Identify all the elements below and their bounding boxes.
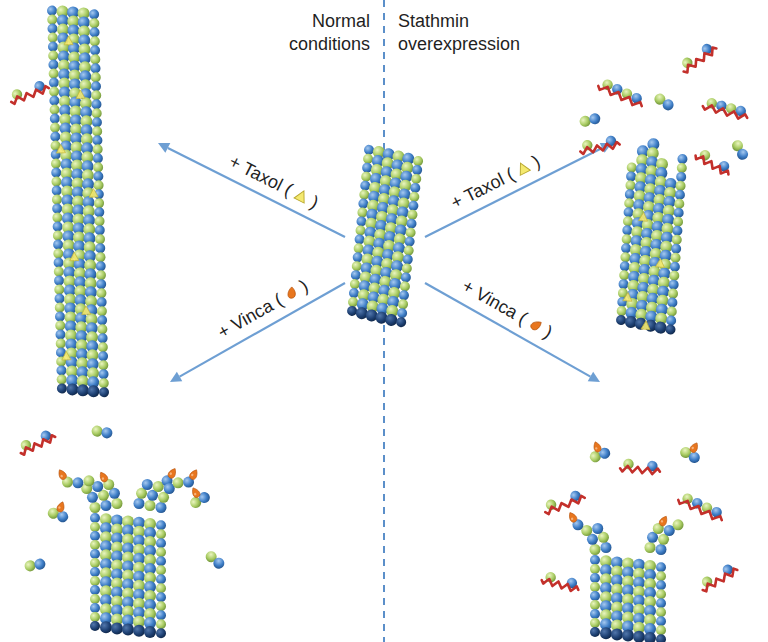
tubulin-dimer [184,483,212,510]
microtubule [47,4,109,398]
condition-heading: Stathmin overexpression [398,10,548,56]
treatment-text: ) [540,322,556,343]
condition-heading: Normal conditions [262,10,370,56]
treatment-text: ) [296,276,312,297]
microtubule [590,555,666,642]
tubulin-dimer [585,438,611,464]
microtubule [615,137,688,335]
tubulin-dimer [203,549,226,571]
tubulin-dimer [652,91,676,112]
stathmin-complex [677,491,726,523]
stathmin-complex [597,77,646,109]
treatment-label: + Taxol () [448,151,544,213]
arrow [425,143,612,237]
vinca-symbol [525,316,545,336]
arrow [425,283,600,382]
treatment-label: + Taxol () [226,151,322,213]
stathmin-complex [702,96,750,121]
frayed-ends [567,511,684,555]
stathmin-complex [698,561,739,592]
stathmin-complex [16,428,56,456]
stathmin-complex [8,79,50,105]
arrow [170,283,345,382]
tubulin-dimer [91,425,114,439]
stathmin-complex [579,134,621,154]
stathmin-complex [542,488,586,515]
stathmin-complex [541,570,581,593]
treatment-text: ) [529,151,544,172]
microtubule [346,144,424,327]
taxol-symbol [514,158,534,178]
treatment-text: + Taxol ( [226,151,296,200]
taxol-symbol [292,186,312,206]
stathmin-complex [620,458,661,475]
stathmin-complex [694,147,734,177]
tubulin-dimer [46,498,72,524]
tubulin-dimer [730,138,750,162]
frayed-ends [57,467,200,513]
arrow [158,143,345,237]
treatment-text: ) [307,192,322,213]
tubulin-dimer [678,438,706,465]
stathmin-complex [678,40,718,74]
tubulin-dimer [578,112,601,128]
microtubule [90,513,166,638]
vinca-symbol [281,284,301,304]
tubulin-dimer [24,558,47,572]
treatment-text: + Taxol ( [448,164,518,213]
